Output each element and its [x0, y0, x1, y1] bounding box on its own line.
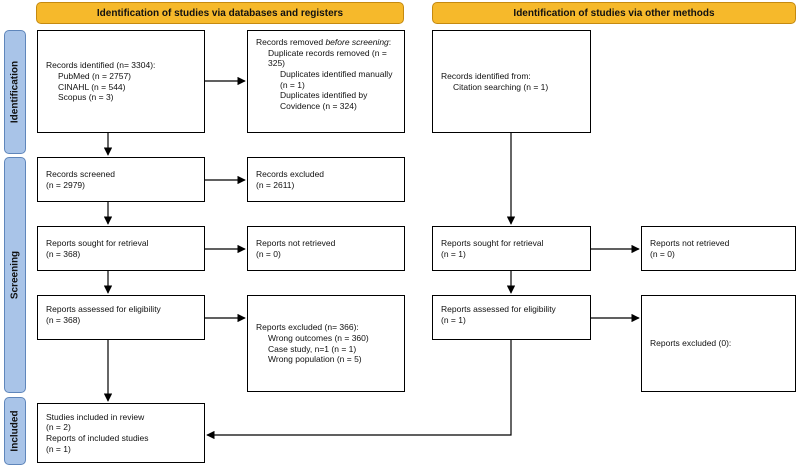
records-identified-box: Records identified (n= 3304): PubMed (n …: [37, 30, 205, 133]
reports-excluded-title: Reports excluded (n= 366):: [256, 322, 359, 333]
studies-included-label: Studies included in review: [46, 411, 145, 422]
reports-assessed-label: Reports assessed for eligibility: [46, 304, 161, 314]
records-removed-box: Records removed before screening: Duplic…: [247, 30, 405, 133]
reports-sought-label: Reports sought for retrieval: [46, 237, 149, 248]
records-removed-prefix: Records removed: [256, 37, 326, 47]
other-records-identified-box: Records identified from: Citation search…: [432, 30, 591, 133]
duplicates-removed: Duplicate records removed (n = 325): [268, 47, 387, 69]
duplicates-manual: Duplicates identified manually (n = 1): [280, 68, 393, 90]
reason-wrong-population: Wrong population (n = 5): [268, 354, 362, 365]
other-reports-excluded-box: Reports excluded (0):: [641, 295, 796, 392]
other-records-identified-title: Records identified from:: [441, 70, 531, 81]
records-excluded-n: (n = 2611): [256, 179, 295, 190]
other-reports-sought-label: Reports sought for retrieval: [441, 237, 544, 248]
reports-sought-box: Reports sought for retrieval (n = 368): [37, 226, 205, 271]
reports-not-retrieved-n: (n = 0): [256, 248, 281, 259]
other-reports-sought-box: Reports sought for retrieval (n = 1): [432, 226, 591, 271]
other-reports-not-retrieved-box: Reports not retrieved (n = 0): [641, 226, 796, 271]
phase-identification: Identification: [4, 30, 26, 154]
reports-assessed-n: (n = 368): [46, 314, 81, 325]
other-reports-sought-n: (n = 1): [441, 248, 466, 259]
reason-wrong-outcomes: Wrong outcomes (n = 360): [268, 332, 369, 343]
other-reports-assessed-n: (n = 1): [441, 314, 466, 325]
source-pubmed: PubMed (n = 2757): [58, 70, 132, 81]
source-cinahl: CINAHL (n = 544): [58, 81, 126, 92]
header-databases-label: Identification of studies via databases …: [96, 7, 344, 19]
reports-included-n: (n = 1): [46, 443, 71, 454]
duplicates-covidence: Duplicates identified by Covidence (n = …: [280, 90, 368, 111]
other-reports-not-retrieved-label: Reports not retrieved: [650, 237, 730, 248]
reports-not-retrieved-box: Reports not retrieved (n = 0): [247, 226, 405, 271]
studies-included-n: (n = 2): [46, 422, 71, 433]
records-identified-title: Records identified (n= 3304):: [46, 60, 156, 71]
reports-excluded-box: Reports excluded (n= 366): Wrong outcome…: [247, 295, 405, 392]
records-removed-suffix: :: [388, 37, 392, 47]
records-excluded-label: Records excluded: [256, 168, 325, 179]
reports-sought-n: (n = 368): [46, 248, 81, 259]
other-reports-assessed-label: Reports assessed for eligibility: [441, 304, 556, 314]
records-screened-label: Records screened: [46, 168, 115, 179]
source-citation-searching: Citation searching (n = 1): [453, 81, 549, 92]
reports-included-label: Reports of included studies: [46, 433, 149, 443]
reports-assessed-box: Reports assessed for eligibility (n = 36…: [37, 295, 205, 340]
other-reports-not-retrieved-n: (n = 0): [650, 248, 675, 259]
phase-screening: Screening: [4, 157, 26, 393]
records-removed-title: Records removed before screening:: [256, 37, 396, 48]
records-screened-n: (n = 2979): [46, 179, 85, 190]
phase-included: Included: [4, 397, 26, 465]
arrow-other-assessed-to-included: [206, 340, 512, 440]
records-screened-box: Records screened (n = 2979): [37, 157, 205, 202]
header-other-methods: Identification of studies via other meth…: [432, 2, 796, 24]
records-excluded-box: Records excluded (n = 2611): [247, 157, 405, 202]
records-removed-emphasis: before screening: [325, 37, 389, 47]
source-scopus: Scopus (n = 3): [58, 92, 114, 103]
reports-not-retrieved-label: Reports not retrieved: [256, 237, 336, 248]
other-reports-excluded-label: Reports excluded (0):: [650, 338, 732, 349]
header-other-methods-label: Identification of studies via other meth…: [513, 7, 715, 19]
reason-case-study: Case study, n=1 (n = 1): [268, 343, 357, 354]
header-databases: Identification of studies via databases …: [36, 2, 404, 24]
studies-included-box: Studies included in review (n = 2) Repor…: [37, 403, 205, 463]
other-reports-assessed-box: Reports assessed for eligibility (n = 1): [432, 295, 591, 340]
